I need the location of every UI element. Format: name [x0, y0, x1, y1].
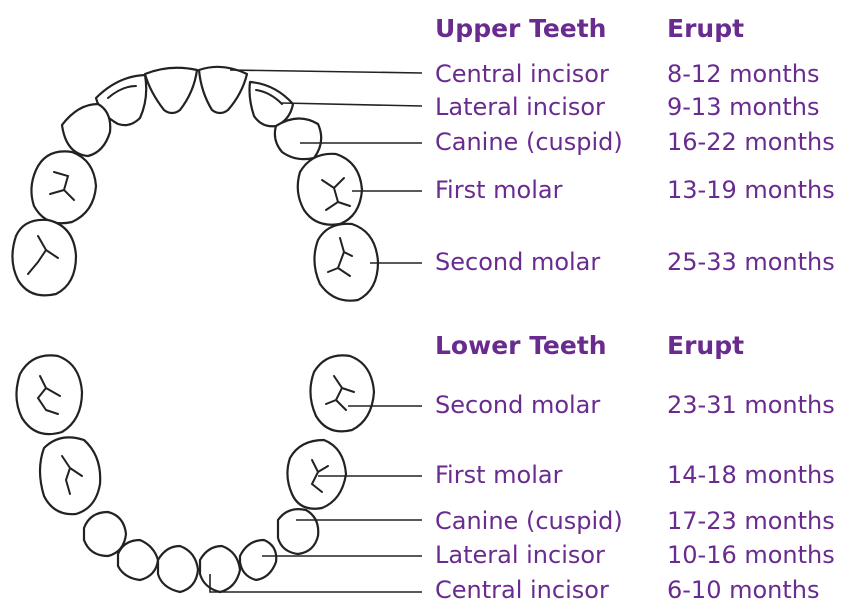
- upper-row-name: Second molar: [435, 248, 600, 276]
- upper-row-months: 25-33 months: [667, 248, 835, 276]
- lower-row-months: 17-23 months: [667, 507, 835, 535]
- lower-row-name: Central incisor: [435, 576, 609, 604]
- upper-row-months: 9-13 months: [667, 93, 820, 121]
- leader-upper-lateral: [282, 103, 422, 106]
- lower-left-central-incisor: [158, 546, 198, 592]
- upper-left-central-incisor: [145, 68, 197, 113]
- lower-right-central-incisor: [200, 546, 240, 592]
- upper-row-months: 13-19 months: [667, 176, 835, 204]
- upper-teeth-heading: Upper Teeth: [435, 15, 606, 43]
- upper-row-name: Canine (cuspid): [435, 128, 623, 156]
- lower-row-months: 14-18 months: [667, 461, 835, 489]
- upper-row-name: First molar: [435, 176, 562, 204]
- leader-lower-central: [210, 574, 422, 592]
- lower-row-name: Canine (cuspid): [435, 507, 623, 535]
- upper-left-first-molar: [31, 151, 96, 223]
- lower-row-name: Second molar: [435, 391, 600, 419]
- lower-teeth-heading: Lower Teeth: [435, 332, 607, 360]
- lower-row-name: Lateral incisor: [435, 541, 605, 569]
- upper-right-first-molar: [298, 154, 362, 225]
- lower-left-lateral-incisor: [118, 540, 158, 580]
- lower-row-name: First molar: [435, 461, 562, 489]
- lower-row-months: 10-16 months: [667, 541, 835, 569]
- lower-left-second-molar: [16, 355, 82, 434]
- upper-row-months: 8-12 months: [667, 60, 820, 88]
- upper-row-name: Central incisor: [435, 60, 609, 88]
- lower-right-canine: [278, 509, 318, 554]
- upper-erupt-heading: Erupt: [667, 15, 744, 43]
- lower-arch: [16, 355, 422, 592]
- upper-row-months: 16-22 months: [667, 128, 835, 156]
- upper-arch: [12, 67, 422, 301]
- lower-erupt-heading: Erupt: [667, 332, 744, 360]
- lower-row-months: 23-31 months: [667, 391, 835, 419]
- lower-row-months: 6-10 months: [667, 576, 820, 604]
- lower-left-first-molar: [40, 437, 100, 514]
- lower-right-lateral-incisor: [240, 540, 276, 580]
- upper-right-central-incisor: [199, 67, 247, 113]
- upper-right-canine: [275, 118, 321, 159]
- upper-right-second-molar: [314, 224, 378, 301]
- upper-left-canine: [62, 104, 110, 156]
- upper-left-second-molar: [12, 220, 76, 296]
- upper-row-name: Lateral incisor: [435, 93, 605, 121]
- leader-upper-central: [230, 70, 422, 73]
- lower-right-second-molar: [310, 355, 374, 431]
